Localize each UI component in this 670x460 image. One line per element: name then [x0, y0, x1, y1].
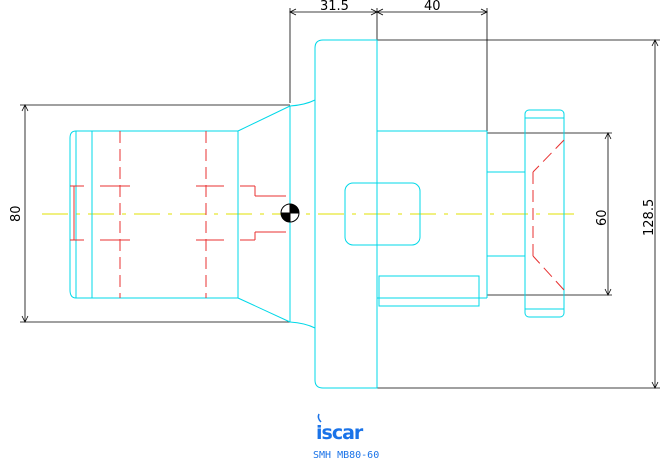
logo-text: iscar [316, 422, 364, 444]
dimension-height-left: 80 [9, 205, 24, 222]
iscar-logo: iscar [316, 413, 365, 444]
part-number: SMH MB80-60 [313, 450, 379, 460]
dimension-lines [20, 8, 660, 389]
hidden-lines [70, 131, 565, 298]
center-of-gravity-symbol [280, 203, 300, 223]
dimension-width-right: 40 [424, 0, 441, 14]
dimension-height-total: 128.5 [642, 199, 657, 236]
dimension-width-left: 31.5 [320, 0, 349, 14]
part-outline [69, 39, 565, 389]
dimension-height-inner: 60 [595, 209, 610, 226]
